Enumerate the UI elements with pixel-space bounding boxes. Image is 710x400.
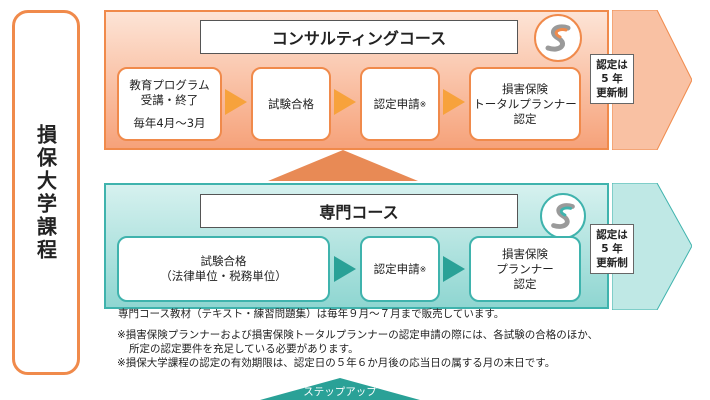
step-text: 認定: [513, 276, 537, 291]
flow-arrow-icon: [334, 89, 356, 115]
renewal-text: 更新制: [596, 87, 628, 99]
renewal-text: 5 年: [601, 243, 623, 255]
specialty-right-arrow: [612, 183, 692, 310]
flow-arrow-icon: [334, 256, 356, 282]
footnote-mark: ※: [419, 264, 427, 274]
sonpo-planner-logo: [540, 193, 586, 239]
course-label: 損保大学課程: [33, 123, 58, 262]
step-text: （法律単位・税務単位）: [160, 269, 287, 283]
consulting-step-exam: 試験合格: [251, 67, 331, 141]
footnote: ※損害保険プランナーおよび損害保険トータルプランナーの認定申請の際には、各試験の…: [117, 329, 599, 341]
step-text: 認定申請: [373, 261, 420, 276]
step-text: プランナー: [496, 261, 554, 276]
step-text: 教育プログラム: [129, 77, 210, 92]
course-label-box: 損保大学課程: [12, 10, 80, 375]
planner-s-logo-icon: [551, 203, 575, 229]
footnote-mark: ※: [419, 99, 427, 109]
renewal-text: 認定は: [596, 59, 628, 71]
consulting-course-title: コンサルティングコース: [200, 20, 518, 54]
step-up-label: ステップアップ: [303, 386, 377, 398]
footnote: 所定の認定要件を充足している必要があります。: [129, 343, 359, 355]
renewal-text: 更新制: [596, 257, 628, 269]
specialty-step-certification: 損害保険 プランナー 認定: [469, 236, 581, 302]
consulting-step-application: 認定申請※: [360, 67, 440, 141]
step-text: トータルプランナー: [473, 96, 577, 111]
specialty-step-exam: 試験合格 （法律単位・税務単位）: [117, 236, 330, 302]
specialty-step-application: 認定申請※: [360, 236, 440, 302]
step-up-arrow-icon: [268, 150, 418, 181]
footnote: ※損保大学課程の認定の有効期限は、認定日の５年６か月後の応当日の属する月の末日で…: [117, 357, 556, 369]
step-up-bottom-arrow-icon: [260, 378, 420, 400]
renewal-text: 5 年: [601, 73, 623, 85]
consulting-renewal-box: 認定は 5 年 更新制: [590, 54, 634, 104]
flow-arrow-icon: [443, 89, 465, 115]
step-text: 損害保険: [502, 246, 548, 261]
consulting-step-education: 教育プログラム 受講・終了 毎年4月～3月: [117, 67, 222, 141]
consulting-step-certification: 損害保険 トータルプランナー 認定: [469, 67, 581, 141]
step-text: 受講・終了: [140, 92, 199, 107]
specialty-material-note: 専門コース教材（テキスト・練習問題集）は毎年９月～７月まで販売しています。: [118, 308, 505, 320]
renewal-text: 認定は: [596, 229, 628, 241]
step-text: 試験合格: [268, 96, 314, 111]
step-schedule: 毎年4月～3月: [133, 115, 206, 130]
flow-arrow-icon: [225, 89, 247, 115]
specialty-course-title: 専門コース: [200, 194, 518, 228]
step-text: 損害保険: [502, 81, 548, 96]
flow-arrow-icon: [443, 256, 465, 282]
step-text: 試験合格: [200, 254, 247, 268]
step-text: 認定: [513, 111, 537, 126]
specialty-renewal-box: 認定は 5 年 更新制: [590, 224, 634, 274]
planner-s-logo-icon: [545, 24, 571, 52]
consulting-right-arrow: [612, 10, 692, 150]
step-text: 認定申請: [373, 96, 420, 111]
consulting-planner-logo: [534, 14, 582, 62]
